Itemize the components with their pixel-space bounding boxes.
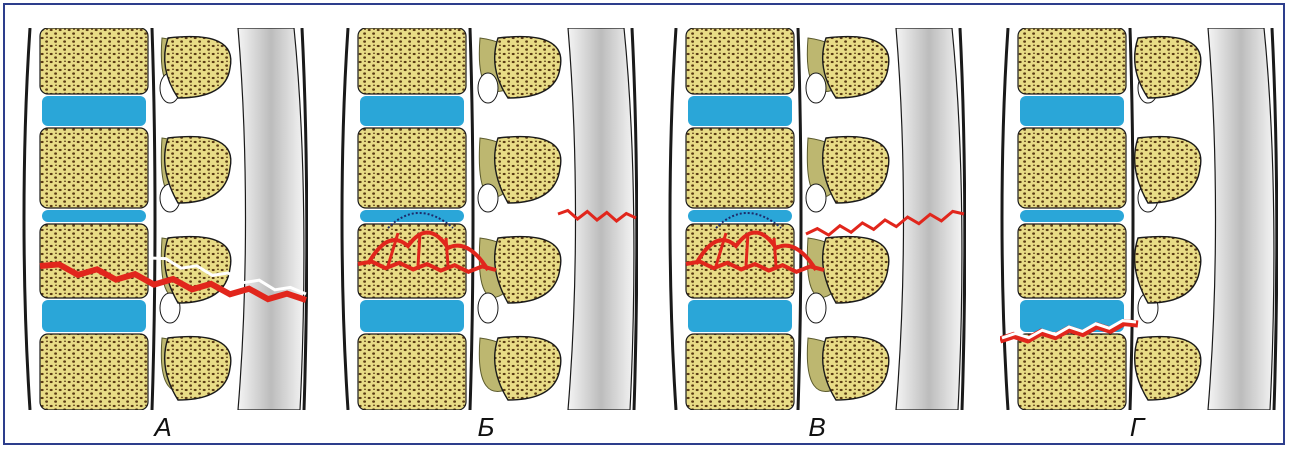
lamina-process	[1135, 237, 1201, 303]
vertebral-body	[1018, 128, 1126, 208]
intervertebral-disc	[688, 96, 792, 126]
lamina-process	[165, 337, 231, 400]
lamina-process	[495, 37, 561, 98]
panel-a-illustration	[22, 28, 308, 410]
panel-g-label: Г	[1097, 412, 1177, 442]
lamina-process	[165, 137, 231, 203]
posterior-ligament-band	[1208, 28, 1274, 410]
intervertebral-disc	[360, 210, 464, 222]
lamina-process	[1135, 37, 1201, 98]
lamina-process	[1135, 137, 1201, 203]
vertebral-body	[358, 334, 466, 410]
vertebral-body	[1018, 224, 1126, 298]
panel-b-label: Б	[446, 412, 526, 442]
posterior-cortex-line	[1130, 28, 1133, 410]
intervertebral-disc	[360, 96, 464, 126]
vertebral-body	[358, 128, 466, 208]
lamina-process	[823, 237, 889, 303]
panel-v	[668, 28, 966, 410]
intervertebral-foramen	[478, 73, 498, 103]
lamina-process	[823, 37, 889, 98]
intervertebral-disc	[1020, 96, 1124, 126]
intervertebral-foramen	[806, 73, 826, 103]
intervertebral-foramen	[806, 293, 826, 323]
vertebral-body	[1018, 334, 1126, 410]
posterior-ligament-band	[238, 28, 304, 410]
panel-v-illustration	[668, 28, 966, 410]
posterior-cortex-line	[798, 28, 801, 410]
vertebral-body	[40, 224, 148, 298]
lamina-process	[165, 237, 231, 303]
posterior-cortex-line	[152, 28, 155, 410]
lamina-process	[495, 237, 561, 303]
vertebral-body	[40, 128, 148, 208]
vertebral-body	[686, 128, 794, 208]
panel-a	[22, 28, 308, 410]
vertebral-body	[1018, 28, 1126, 94]
vertebral-body	[40, 28, 148, 94]
intervertebral-disc	[42, 300, 146, 332]
vertebral-body	[686, 28, 794, 94]
panel-b-illustration	[340, 28, 638, 410]
intervertebral-disc	[360, 300, 464, 332]
intervertebral-disc	[42, 96, 146, 126]
intervertebral-foramen	[478, 184, 498, 212]
intervertebral-disc	[688, 210, 792, 222]
panel-g	[1000, 28, 1278, 410]
intervertebral-foramen	[806, 184, 826, 212]
lamina-process	[823, 337, 889, 400]
panel-a-label: А	[123, 412, 203, 442]
intervertebral-disc	[1020, 210, 1124, 222]
panel-v-label: В	[777, 412, 857, 442]
intervertebral-disc	[688, 300, 792, 332]
vertebral-body	[40, 334, 148, 410]
intervertebral-disc	[42, 210, 146, 222]
lamina-process	[495, 137, 561, 203]
posterior-cortex-line	[470, 28, 473, 410]
intervertebral-foramen	[478, 293, 498, 323]
vertebral-body	[358, 28, 466, 94]
panel-b	[340, 28, 638, 410]
vertebral-body	[686, 334, 794, 410]
lamina-process	[165, 37, 231, 98]
lamina-process	[823, 137, 889, 203]
lamina-process	[495, 337, 561, 400]
panel-g-illustration	[1000, 28, 1278, 410]
lamina-process	[1135, 337, 1201, 400]
